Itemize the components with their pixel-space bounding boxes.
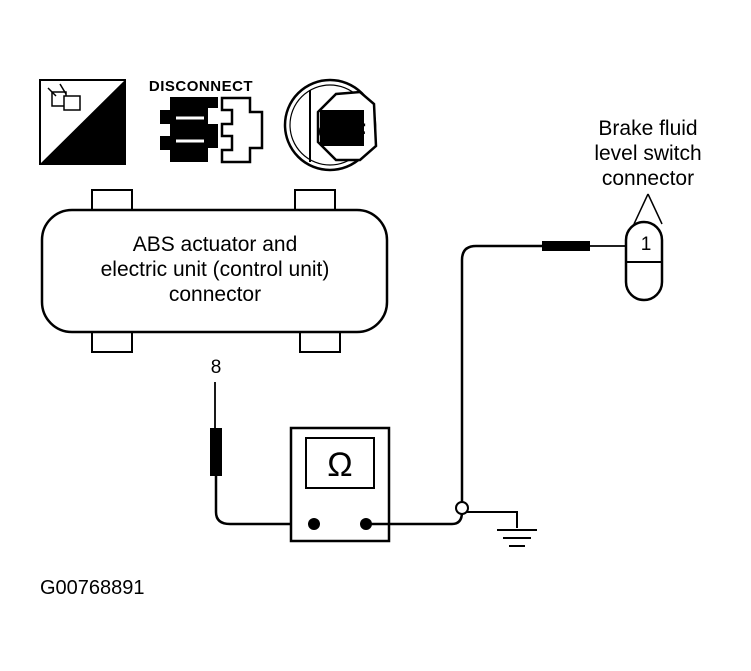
ground-icon xyxy=(497,529,537,547)
probe-terminal-8: 8 xyxy=(210,357,312,526)
abs-label-line-2: electric unit (control unit) xyxy=(101,258,330,281)
brake-fluid-switch-connector: Brake fluid level switch connector 1 xyxy=(594,117,702,302)
abs-label-line-1: ABS actuator and xyxy=(133,233,298,256)
off-label: OFF xyxy=(318,119,366,146)
wiring xyxy=(366,241,632,547)
disconnect-connector-icon: DISCONNECT xyxy=(149,78,264,164)
test-symbol-icon: T.S. xyxy=(39,79,126,165)
meter-terminal-left xyxy=(308,518,320,530)
brake-switch-label-line-1: Brake fluid xyxy=(598,117,697,140)
brake-switch-label-line-3: connector xyxy=(602,167,694,190)
switch-terminal-1-label: 1 xyxy=(641,234,652,255)
ts-label: T.S. xyxy=(78,142,114,165)
abs-connector: ABS actuator and electric unit (control … xyxy=(40,189,389,353)
ignition-off-icon: OFF xyxy=(283,78,378,172)
brake-switch-label-line-2: level switch xyxy=(594,142,701,165)
disconnect-label: DISCONNECT xyxy=(149,78,253,95)
terminal-8-label: 8 xyxy=(211,357,222,378)
ohmmeter: Ω xyxy=(289,426,391,543)
figure-id: G00768891 xyxy=(40,577,145,599)
abs-label-line-3: connector xyxy=(169,283,261,306)
ohm-symbol: Ω xyxy=(327,446,352,484)
